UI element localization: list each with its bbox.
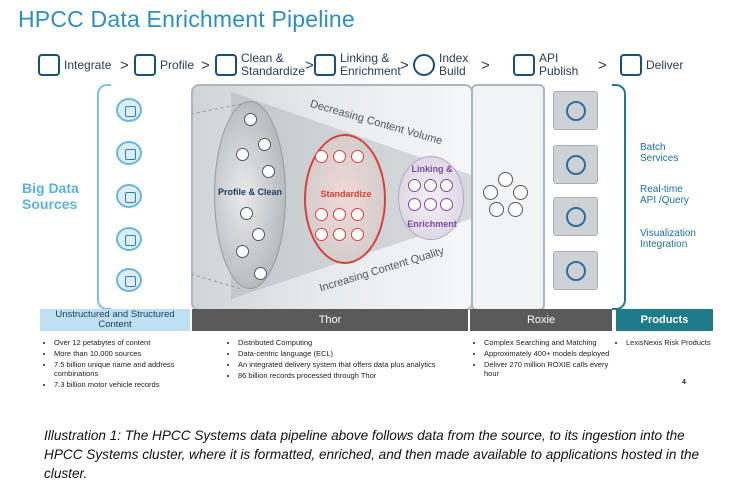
- roxie-header: Roxie: [470, 309, 612, 331]
- big-data-sources-label: Big Data Sources: [22, 180, 79, 212]
- linking-label-top: Linking &: [411, 164, 453, 174]
- calendar-node-icon: [252, 228, 265, 241]
- network-icon: [314, 54, 336, 76]
- network-graph-tile: [553, 145, 598, 184]
- roxie-box: [471, 84, 545, 311]
- index-stage: Index Build: [413, 52, 468, 78]
- integrate-icon: [38, 54, 60, 76]
- stage-label: API Publish: [539, 51, 579, 78]
- linking-label-bottom: Enrichment: [407, 219, 457, 229]
- stage-label: Integrate: [64, 57, 112, 72]
- tools-icon: [215, 54, 237, 76]
- list-item: 86 billion records processed through Tho…: [238, 371, 468, 380]
- diagram-title: HPCC Data Enrichment Pipeline: [18, 6, 355, 32]
- list-item: 7.5 billion unique name and address comb…: [54, 360, 194, 378]
- calendar-icon: [513, 185, 528, 200]
- products-header: Products: [616, 309, 713, 331]
- person-node-icon: [240, 207, 253, 220]
- list-item: 7.3 billion motor vehicle records: [54, 380, 194, 389]
- api-icon: [513, 54, 535, 76]
- vehicle-node-icon: [236, 148, 249, 161]
- profile-clean-label: Profile & Clean: [217, 187, 282, 197]
- profile-stage: Profile: [134, 54, 194, 76]
- purple-node-icon: [440, 179, 453, 192]
- stage-label: Profile: [160, 57, 195, 72]
- source-monitor-icon: [116, 184, 142, 208]
- standardize-label: Standardize: [320, 189, 372, 199]
- thor-bullets: Distributed Computing Data-centric langu…: [226, 338, 468, 382]
- red-node-icon: [333, 150, 346, 163]
- list-item: More than 10,000 sources: [54, 349, 194, 358]
- plane-node-icon: [236, 245, 249, 258]
- realtime-api-label: Real-time API /Query: [640, 184, 689, 206]
- thor-header: Thor: [192, 309, 468, 331]
- chevron-right-icon: >: [120, 57, 129, 74]
- purple-node-icon: [408, 198, 421, 211]
- magnifier-icon: [413, 54, 435, 76]
- person-node-icon: [244, 113, 257, 126]
- chevron-right-icon: >: [400, 57, 409, 74]
- stage-label: Index Build: [439, 51, 469, 78]
- clean-stage: Clean & Standardize: [215, 52, 305, 78]
- products-bullets: LexisNexis Risk Products: [614, 338, 731, 349]
- sources-bracket: [97, 84, 111, 310]
- stage-label: Clean & Standardize: [241, 51, 306, 78]
- laptop-icon: [620, 54, 642, 76]
- list-item: Over 12 petabytes of content: [54, 338, 194, 347]
- list-item: Complex Searching and Matching: [484, 338, 620, 347]
- chevron-right-icon: >: [201, 57, 210, 74]
- deliver-stage: Deliver: [620, 54, 683, 76]
- linking-stage: Linking & Enrichment: [314, 52, 401, 78]
- plane-icon: [489, 202, 504, 217]
- figure-caption: Illustration 1: The HPCC Systems data pi…: [44, 428, 700, 481]
- source-folder-icon: [116, 141, 142, 165]
- visualization-integration-label: Visualization Integration: [640, 228, 696, 250]
- outputs-bracket: [612, 84, 626, 310]
- purple-node-icon: [440, 198, 453, 211]
- vehicle-icon: [508, 202, 523, 217]
- red-node-icon: [351, 228, 364, 241]
- list-item: Data-centric language (ECL): [238, 349, 468, 358]
- person-node-icon: [254, 267, 267, 280]
- purple-node-icon: [408, 179, 421, 192]
- red-node-icon: [333, 208, 346, 221]
- chevron-right-icon: >: [598, 57, 607, 74]
- layers-icon: [134, 54, 156, 76]
- list-item: Deliver 270 million ROXIE calls every ho…: [484, 360, 620, 378]
- scatter-plot-tile: [553, 197, 598, 236]
- building-node-icon: [258, 138, 271, 151]
- list-item: Approximately 400+ models deployed: [484, 349, 620, 358]
- list-item: An integrated delivery system that offer…: [238, 360, 468, 369]
- api-stage: API Publish: [513, 52, 578, 78]
- person-icon: [498, 172, 513, 187]
- source-table-icon: [116, 268, 142, 292]
- content-bullets: Over 12 petabytes of content More than 1…: [42, 338, 194, 391]
- integrate-stage: Integrate: [38, 54, 111, 76]
- org-chart-tile: [553, 91, 598, 130]
- list-item: Distributed Computing: [238, 338, 468, 347]
- red-node-icon: [333, 228, 346, 241]
- red-node-icon: [315, 228, 328, 241]
- profile-clean-ellipse: [214, 101, 286, 289]
- content-header: Unstructured and Structured Content: [40, 309, 190, 331]
- building-icon: [483, 185, 498, 200]
- batch-services-label: Batch Services: [640, 142, 679, 164]
- red-node-icon: [315, 208, 328, 221]
- red-node-icon: [351, 150, 364, 163]
- source-report-icon: [116, 227, 142, 251]
- page-number: 4: [682, 379, 686, 386]
- red-node-icon: [315, 150, 328, 163]
- stage-label: Linking & Enrichment: [340, 51, 401, 78]
- purple-node-icon: [424, 198, 437, 211]
- purple-node-icon: [424, 179, 437, 192]
- calendar-node-icon: [262, 165, 275, 178]
- chevron-right-icon: >: [481, 57, 490, 74]
- roxie-bullets: Complex Searching and Matching Approxima…: [472, 338, 620, 380]
- chevron-right-icon: >: [305, 57, 314, 74]
- stage-label: Deliver: [646, 57, 684, 72]
- source-document-icon: [116, 98, 142, 122]
- red-node-icon: [351, 208, 364, 221]
- list-item: LexisNexis Risk Products: [626, 338, 731, 347]
- venn-diagram-tile: [553, 251, 598, 290]
